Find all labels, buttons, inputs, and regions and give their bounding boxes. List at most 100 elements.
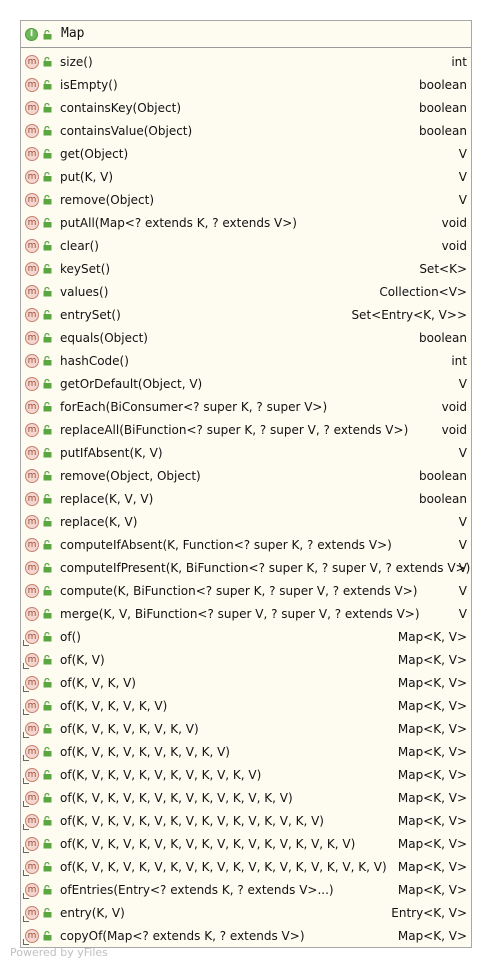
static-method-icon: m <box>23 768 39 784</box>
public-lock-icon <box>43 30 52 40</box>
member-signature: putIfAbsent(K, V) <box>60 446 163 460</box>
member-return-type: Map<K, V> <box>397 699 467 713</box>
public-lock-icon <box>43 770 52 780</box>
public-lock-icon <box>43 563 52 573</box>
method-icon: m <box>25 584 39 598</box>
interface-icon: I <box>25 28 38 41</box>
method-icon: m <box>25 331 39 345</box>
static-method-icon: m <box>23 860 39 876</box>
public-lock-icon <box>43 793 52 803</box>
public-lock-icon <box>43 333 52 343</box>
member-return-type: boolean <box>419 331 467 345</box>
method-icon: m <box>25 377 39 391</box>
public-lock-icon <box>43 862 52 872</box>
member-signature: computeIfAbsent(K, Function<? super K, ?… <box>60 538 392 552</box>
member-return-type: V <box>458 193 467 207</box>
member-row[interactable]: m of(K, V, K, V, K, V) Map<K, V> <box>21 695 471 718</box>
public-lock-icon <box>43 402 52 412</box>
method-icon: m <box>25 308 39 322</box>
public-lock-icon <box>43 816 52 826</box>
method-icon: m <box>25 124 39 138</box>
public-lock-icon <box>43 632 52 642</box>
public-lock-icon <box>43 908 52 918</box>
member-signature: get(Object) <box>60 147 129 161</box>
public-lock-icon <box>43 724 52 734</box>
member-return-type: Map<K, V> <box>397 722 467 736</box>
public-lock-icon <box>43 218 52 228</box>
class-header: I Map <box>21 21 471 48</box>
member-return-type: Map<K, V> <box>397 860 467 874</box>
member-signature: size() <box>60 55 93 69</box>
public-lock-icon <box>43 747 52 757</box>
member-return-type: V <box>458 446 467 460</box>
member-row[interactable]: m equals(Object) boolean <box>21 327 471 350</box>
member-signature: of(K, V, K, V, K, V) <box>60 699 168 713</box>
public-lock-icon <box>43 149 52 159</box>
public-lock-icon <box>43 379 52 389</box>
member-signature: containsKey(Object) <box>60 101 181 115</box>
member-return-type: V <box>458 170 467 184</box>
member-signature: hashCode() <box>60 354 129 368</box>
static-method-icon: m <box>23 699 39 715</box>
public-lock-icon <box>43 931 52 941</box>
public-lock-icon <box>43 425 52 435</box>
public-lock-icon <box>43 885 52 895</box>
public-lock-icon <box>43 655 52 665</box>
method-icon: m <box>25 423 39 437</box>
member-return-type: Map<K, V> <box>397 653 467 667</box>
member-signature: of(K, V, K, V, K, V, K, V, K, V, K, V) <box>60 768 262 782</box>
member-signature: values() <box>60 285 109 299</box>
public-lock-icon <box>43 195 52 205</box>
member-return-type: V <box>458 607 467 621</box>
public-lock-icon <box>43 609 52 619</box>
member-signature: containsValue(Object) <box>60 124 193 138</box>
member-return-type: Map<K, V> <box>397 630 467 644</box>
member-signature: equals(Object) <box>60 331 148 345</box>
public-lock-icon <box>43 264 52 274</box>
public-lock-icon <box>43 57 52 67</box>
public-lock-icon <box>43 586 52 596</box>
member-return-type: Map<K, V> <box>397 745 467 759</box>
member-return-type: Collection<V> <box>379 285 467 299</box>
member-return-type: V <box>458 561 467 575</box>
member-signature: merge(K, V, BiFunction<? super V, ? supe… <box>60 607 420 621</box>
